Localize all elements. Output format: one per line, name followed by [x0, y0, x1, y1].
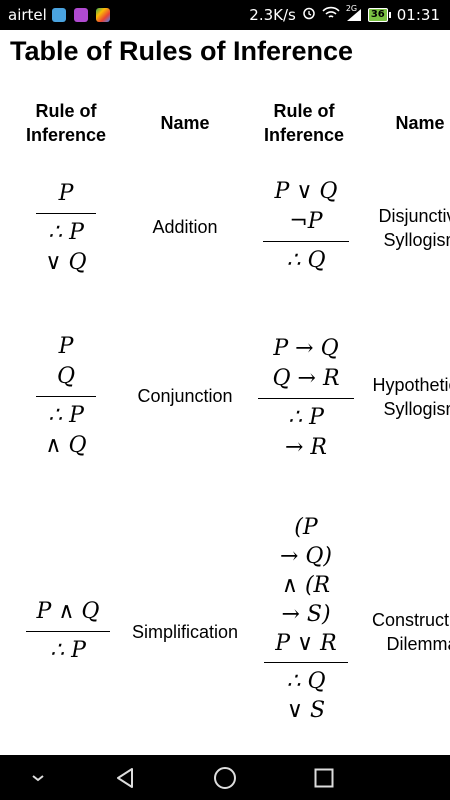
- formula-line: P ∨ R: [275, 631, 337, 656]
- formula-line: Q: [56, 364, 76, 389]
- inference-line: [36, 396, 96, 397]
- carrier-name: airtel: [8, 6, 47, 24]
- back-icon[interactable]: [95, 755, 155, 800]
- recents-icon[interactable]: [294, 755, 354, 800]
- formula-line: ∴ P: [288, 405, 324, 430]
- rule-constructive-dilemma: (P → Q) ∧ (R → S) P ∨ R ∴ Q ∨ S: [264, 513, 348, 725]
- inference-line: [263, 241, 349, 242]
- formula-line: P → Q: [273, 336, 339, 361]
- formula-line: ∨ Q: [45, 250, 87, 275]
- message-icon: [52, 8, 66, 22]
- header-rule-1: Rule of Inference: [25, 101, 107, 145]
- name-simplification: Simplification: [131, 622, 239, 642]
- formula-line: P: [58, 334, 74, 359]
- name-line: Constructive: [371, 610, 450, 630]
- name-line: Syllogism: [383, 230, 450, 250]
- name-disjunctive-syllogism: Disjunctive Syllogism: [362, 204, 450, 252]
- formula-line: ∴ P: [50, 638, 86, 663]
- formula-line: → R: [285, 435, 327, 460]
- inference-line: [264, 662, 348, 663]
- formula-line: ∴ Q: [286, 248, 326, 273]
- formula-line: P ∧ Q: [36, 599, 100, 624]
- rule-conjunction: P Q ∴ P ∧ Q: [36, 332, 96, 461]
- formula-line: ∴ P: [48, 403, 84, 428]
- chevron-down-icon[interactable]: [8, 755, 68, 800]
- name-line: Dilemma: [386, 634, 450, 654]
- battery-level: 36: [367, 8, 388, 22]
- header-name-2: Name: [395, 113, 445, 133]
- inference-line: [36, 213, 96, 214]
- formula-line: ∴ P: [48, 220, 84, 245]
- rule-hypothetical-syllogism: P → Q Q → R ∴ P → R: [258, 334, 354, 463]
- alarm-icon: [302, 6, 316, 24]
- page-content: Table of Rules of Inference Rule of Infe…: [10, 36, 450, 725]
- formula-line: → S): [281, 602, 331, 627]
- formula-line: P: [58, 181, 74, 206]
- name-addition: Addition: [152, 217, 218, 237]
- inference-line: [26, 631, 110, 632]
- clock: 01:31: [396, 6, 440, 24]
- navigation-bar: [0, 755, 450, 800]
- name-hypothetical-syllogism: Hypothetical Syllogism: [362, 373, 450, 421]
- formula-line: → Q): [279, 544, 333, 569]
- formula-line: ∴ Q: [286, 669, 326, 694]
- formula-line: (P: [294, 515, 318, 540]
- name-conjunction: Conjunction: [137, 386, 233, 406]
- name-line: Syllogism: [383, 399, 450, 419]
- formula-line: P ∨ Q: [274, 179, 338, 204]
- formula-line: ¬P: [289, 209, 323, 234]
- formula-line: ∨ S: [286, 698, 326, 723]
- signal-icon: 2G: [346, 4, 362, 22]
- gallery-icon: [74, 8, 88, 22]
- formula-line: ∧ (R: [281, 573, 331, 598]
- inference-line: [258, 398, 354, 399]
- status-bar: airtel 2.3K/s 2G 36 01:31: [0, 0, 450, 30]
- network-speed: 2.3K/s: [249, 6, 296, 24]
- name-line: Disjunctive: [378, 206, 450, 226]
- name-line: Hypothetical: [372, 375, 450, 395]
- battery-icon: 36: [367, 8, 391, 22]
- rule-addition: P ∴ P ∨ Q: [36, 179, 96, 278]
- name-constructive-dilemma: Constructive Dilemma: [362, 608, 450, 656]
- formula-line: Q → R: [272, 366, 340, 391]
- page-title: Table of Rules of Inference: [10, 36, 354, 66]
- rule-simplification: P ∧ Q ∴ P: [26, 597, 110, 666]
- wifi-icon: [322, 6, 340, 24]
- header-name-1: Name: [160, 113, 210, 133]
- formula-line: ∧ Q: [45, 433, 87, 458]
- play-store-icon: [96, 8, 110, 22]
- header-rule-2: Rule of Inference: [263, 101, 345, 145]
- home-icon[interactable]: [195, 755, 255, 800]
- rule-disjunctive-syllogism: P ∨ Q ¬P ∴ Q: [263, 177, 349, 276]
